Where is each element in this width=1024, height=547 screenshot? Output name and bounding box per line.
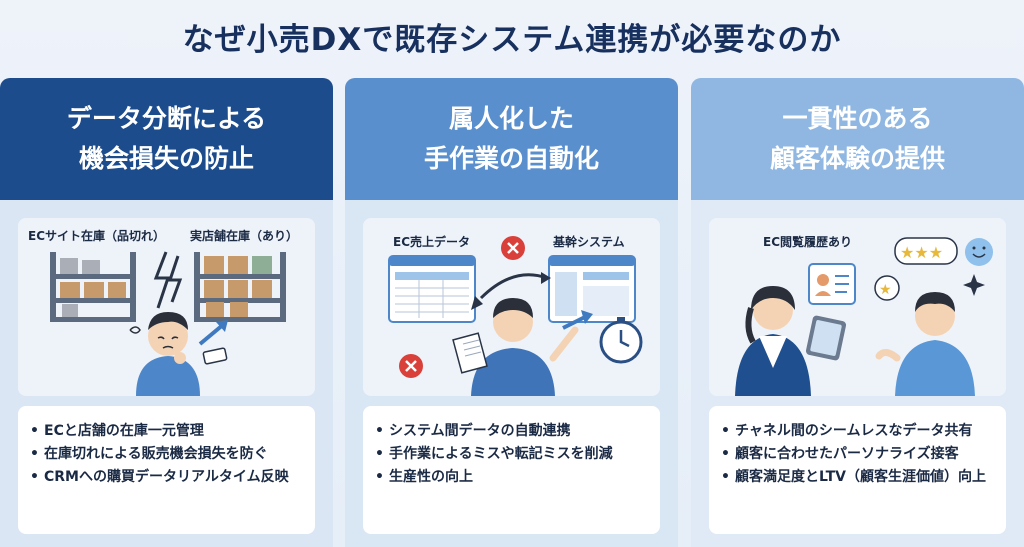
list-item: 生産性の向上: [375, 466, 650, 489]
clock-icon: [599, 317, 643, 364]
error-x-icon: [399, 354, 423, 378]
list-item: チャネル間のシームレスなデータ共有: [721, 420, 996, 443]
label-ec-history: EC閲覧履歴あり: [763, 234, 852, 249]
illustration-customer: EC閲覧履歴あり ★: [709, 218, 1006, 396]
heading-line-2: 手作業の自動化: [423, 144, 599, 173]
points-list: システム間データの自動連携 手作業によるミスや転記ミスを削減 生産性の向上: [363, 406, 660, 534]
list-item: 在庫切れによる販売機会損失を防ぐ: [30, 443, 305, 466]
column-data-silo: データ分断による 機会損失の防止 ECサイト在庫（品切れ） 実店舗在庫（あり）: [0, 78, 333, 547]
heading-line-2: 顧客体験の提供: [769, 144, 945, 173]
list-item: 顧客に合わせたパーソナライズ接客: [721, 443, 996, 466]
column-heading: 一貫性のある 顧客体験の提供: [691, 78, 1024, 200]
staff-tablet-icon: [735, 286, 847, 396]
error-x-icon: [501, 236, 525, 260]
customer-icon: [875, 292, 975, 396]
list-item: システム間データの自動連携: [375, 420, 650, 443]
points-list: チャネル間のシームレスなデータ共有 顧客に合わせたパーソナライズ接客 顧客満足度…: [709, 406, 1006, 534]
sparkle-icon: [968, 493, 1004, 529]
label-core-system: 基幹システム: [552, 234, 625, 249]
lightning-icon: [153, 251, 171, 309]
heading-line-2: 機会損失の防止: [78, 144, 254, 173]
label-store-stock: 実店舗在庫（あり）: [190, 228, 298, 243]
smile-icon: [965, 238, 993, 266]
column-automation: 属人化した 手作業の自動化 EC売上データ 基幹システム: [345, 78, 678, 547]
warehouse-shelf-icon: [194, 252, 286, 322]
column-heading: 属人化した 手作業の自動化: [345, 78, 678, 200]
page-title: なぜ小売DXで既存システム連携が必要なのか: [182, 22, 842, 58]
heading-line-1: 属人化した: [448, 104, 574, 133]
list-item: CRMへの購買データリアルタイム反映: [30, 466, 305, 489]
svg-text:★★★: ★★★: [900, 243, 943, 262]
profile-card-icon: [808, 263, 856, 305]
label-ec-sales: EC売上データ: [393, 234, 470, 249]
system-window-icon: [548, 255, 636, 323]
svg-text:★: ★: [879, 282, 892, 298]
worker-person-icon: [452, 298, 579, 396]
stars-icon: ★★★: [894, 237, 958, 265]
points-list: ECと店舗の在庫一元管理 在庫切れによる販売機会損失を防ぐ CRMへの購買データ…: [18, 406, 315, 534]
illustration-inventory: ECサイト在庫（品切れ） 実店舗在庫（あり）: [18, 218, 315, 396]
worried-person-icon: [129, 312, 200, 396]
list-item: ECと店舗の在庫一元管理: [30, 420, 305, 443]
heading-line-1: 一貫性のある: [782, 104, 933, 133]
list-item: 顧客満足度とLTV（顧客生涯価値）向上: [721, 466, 996, 489]
illustration-automation: EC売上データ 基幹システム: [363, 218, 660, 396]
spreadsheet-icon: [388, 255, 476, 323]
column-customer-experience: 一貫性のある 顧客体験の提供 EC閲覧履歴あり: [691, 78, 1024, 547]
column-heading: データ分断による 機会損失の防止: [0, 78, 333, 200]
heading-line-1: データ分断による: [66, 104, 267, 133]
label-ec-stock: ECサイト在庫（品切れ）: [28, 228, 165, 243]
warehouse-shelf-icon: [50, 252, 136, 322]
list-item: 手作業によるミスや転記ミスを削減: [375, 443, 650, 466]
